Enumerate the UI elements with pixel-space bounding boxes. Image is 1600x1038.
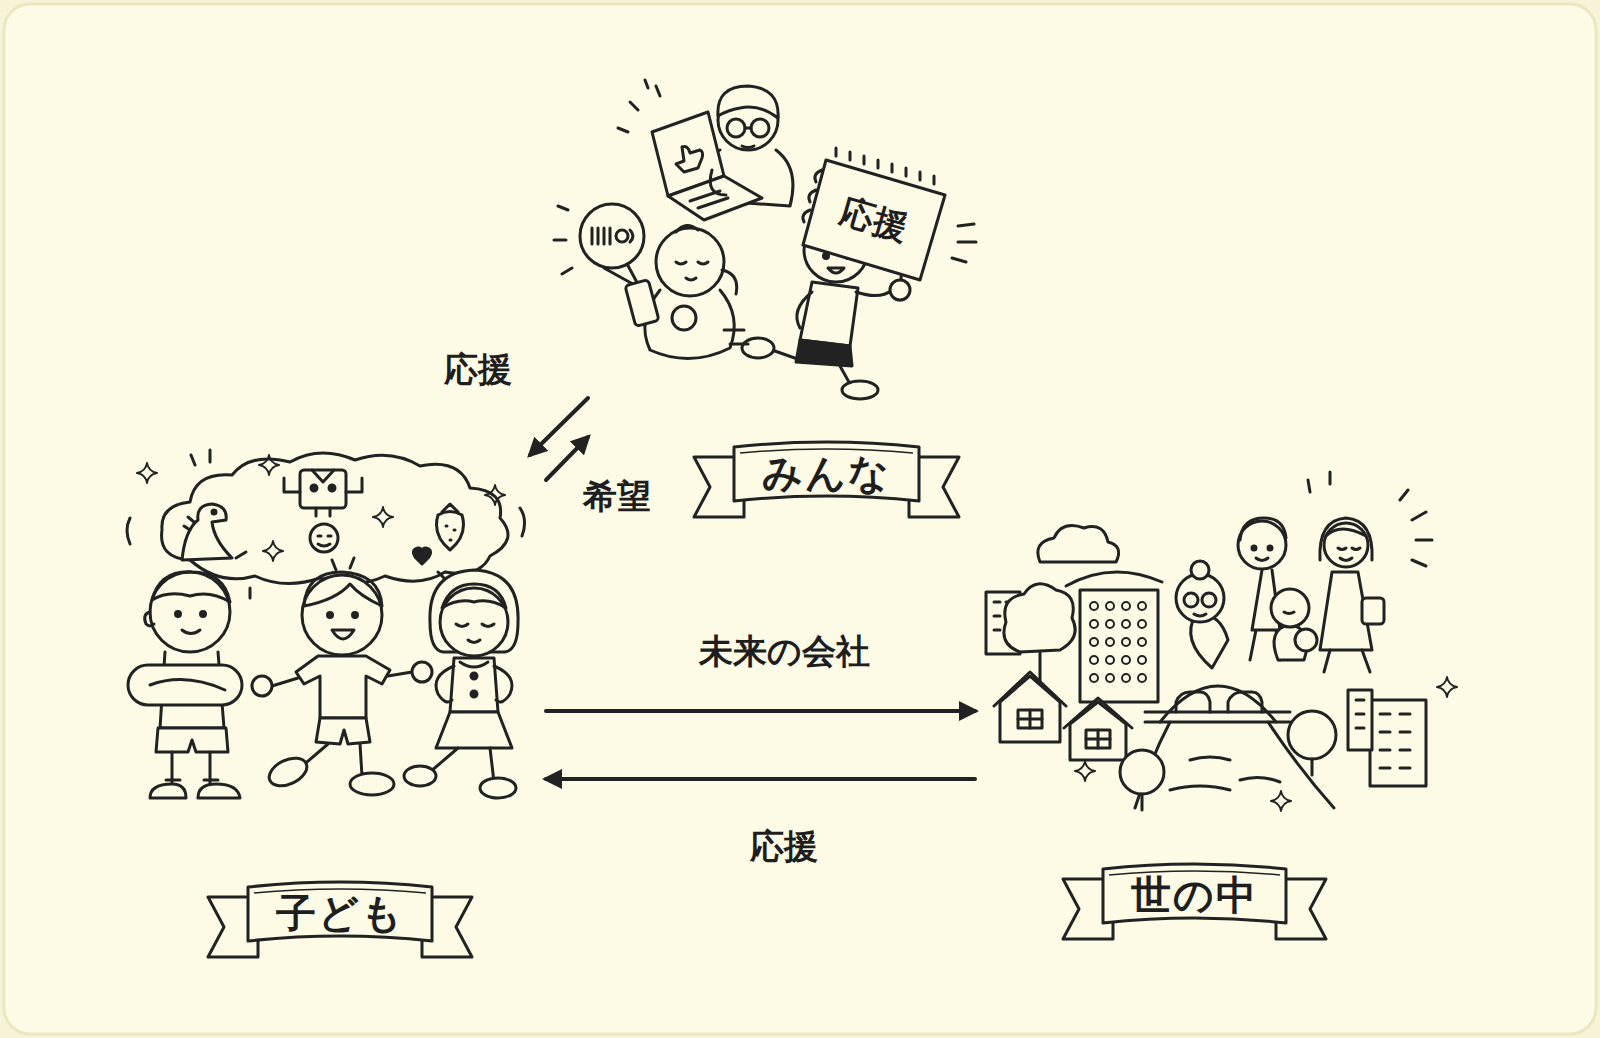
banner-label: 子ども [248,881,432,945]
banner-label: 世の中 [1103,863,1286,927]
panel [4,4,1596,1034]
sign-text: 応援 [836,193,912,248]
node-group: みんな [588,70,985,515]
node-group: 世の中 [975,478,1485,940]
banner-label: みんな [734,441,919,505]
edge-label: 応援 [444,350,512,389]
everyone-illustration [554,80,976,399]
edge-label: 未来の会社 [699,632,870,671]
society-illustration [986,472,1457,811]
arrow-connector [546,777,975,781]
node-group: 子ども [118,455,546,970]
arrow-connector [546,709,975,713]
edge-label: 希望 [583,477,651,516]
banner-text: 子ども [276,890,404,936]
edge-label: 応援 [750,827,818,866]
banner-text: 世の中 [1131,872,1258,918]
banner-text: みんな [762,450,891,496]
arrow-connector [546,437,588,480]
children-illustration [127,450,525,798]
